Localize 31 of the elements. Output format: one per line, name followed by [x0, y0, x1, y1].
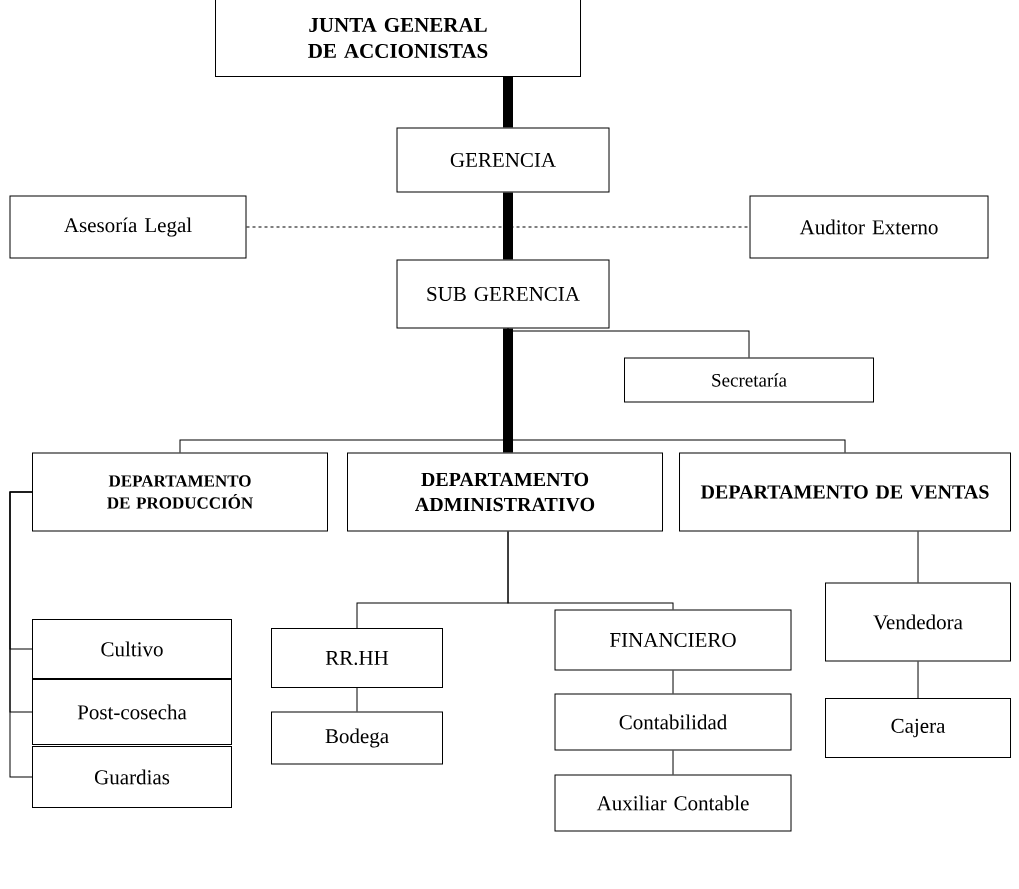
org-box: GERENCIA [396, 127, 610, 193]
org-box: Guardias [32, 746, 232, 808]
connector-line [672, 670, 674, 694]
org-box: Auxiliar Contable [554, 774, 792, 832]
org-box: DEPARTAMENTO ADMINISTRATIVO [347, 452, 663, 532]
connector-line [503, 77, 513, 128]
org-box: DEPARTAMENTO DE PRODUCCIÓN [32, 452, 328, 532]
connector-line [507, 328, 846, 453]
org-box: Bodega [271, 711, 443, 765]
org-box: Cultivo [32, 619, 232, 679]
connector-line [503, 192, 513, 260]
org-box: JUNTA GENERAL DE ACCIONISTAS [215, 0, 581, 77]
org-box: Contabilidad [554, 693, 792, 751]
org-box: Secretaría [624, 357, 874, 403]
org-box: Vendedora [825, 582, 1011, 662]
connector-line [245, 226, 751, 228]
connector-line [917, 531, 919, 583]
org-box: Post-cosecha [32, 679, 232, 745]
connector-line [507, 531, 674, 610]
connector-line [356, 687, 358, 712]
org-box: Asesoría Legal [9, 195, 247, 259]
connector-line [672, 750, 674, 775]
org-box: RR.HH [271, 628, 443, 688]
connector-line [917, 661, 919, 699]
connector-line [503, 328, 513, 453]
connector-line [9, 491, 33, 778]
org-box: SUB GERENCIA [396, 259, 610, 329]
org-box: Cajera [825, 698, 1011, 758]
org-box: FINANCIERO [554, 609, 792, 671]
org-box: DEPARTAMENTO DE VENTAS [679, 452, 1011, 532]
org-box: Auditor Externo [749, 195, 989, 259]
